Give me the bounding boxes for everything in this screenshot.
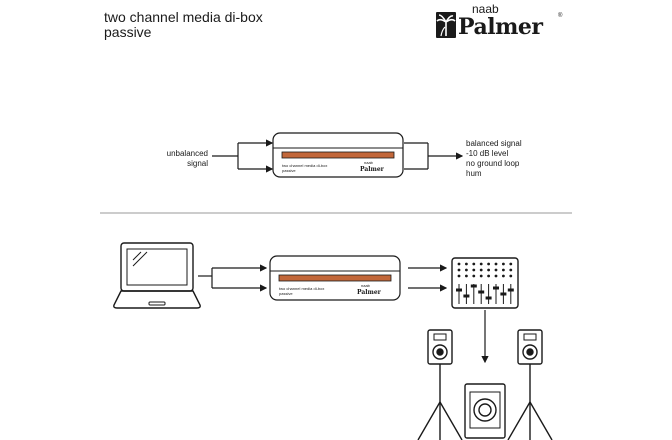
brand-name: Palmer <box>458 14 543 40</box>
input-label: unbalanced signal <box>152 149 208 169</box>
mixer-knob <box>494 262 498 266</box>
mixer-knob <box>487 268 490 272</box>
device-brand-name: Palmer <box>357 289 382 296</box>
mixer-knob <box>502 274 505 278</box>
device-label: passive <box>282 168 296 173</box>
di-box-bottom: two channel media di-box passive naab Pa… <box>269 255 401 301</box>
device-label: two channel media di-box <box>282 163 327 168</box>
brand-registered: ® <box>558 13 563 19</box>
mixer-knob <box>465 274 468 278</box>
mixer-knob <box>509 262 513 266</box>
subwoofer-icon <box>464 383 506 439</box>
mixer-fader-cap <box>456 288 462 292</box>
mixer-knob <box>465 268 468 272</box>
mixer-fader-cap <box>507 288 514 292</box>
top-signal-lines <box>212 139 464 173</box>
bottom-signal-lines <box>198 264 489 364</box>
output-label-line: no ground loop <box>466 159 520 168</box>
mixer-knob <box>479 262 483 266</box>
input-label-line: unbalanced <box>166 149 208 158</box>
mixer-knob <box>465 262 468 266</box>
output-label-line: -10 dB level <box>466 149 509 158</box>
mixer-fader-cap <box>463 294 470 298</box>
mixer-knob <box>502 262 505 266</box>
mixer-fader-cap <box>485 296 492 300</box>
brand-prefix: naab <box>472 2 499 16</box>
mixer-knob <box>509 274 513 278</box>
output-label: balanced signal -10 dB level no ground l… <box>466 139 576 179</box>
device-label: passive <box>279 291 293 296</box>
mixer-knob <box>457 274 461 278</box>
mixer-knob <box>487 274 490 278</box>
device-brand-name: Palmer <box>360 166 385 173</box>
di-box-top: two channel media di-box passive naab Pa… <box>272 132 404 178</box>
mixer-knob <box>479 274 483 278</box>
mixer-knob <box>487 262 490 266</box>
page-subtitle: passive <box>104 24 152 40</box>
output-label-line: balanced signal <box>466 139 522 148</box>
device-brand-prefix: naab <box>361 283 371 288</box>
mixer-icon <box>451 257 519 309</box>
mixer-knob <box>472 268 476 272</box>
mixer-fader-cap <box>470 284 477 288</box>
mixer-knob <box>509 268 513 272</box>
mixer-knob <box>472 262 476 266</box>
mixer-knob <box>494 268 498 272</box>
mixer-knob <box>457 262 461 266</box>
mixer-knob <box>502 268 505 272</box>
mixer-fader-cap <box>478 290 485 294</box>
laptop-icon <box>113 242 201 309</box>
output-label-line: hum <box>466 169 482 178</box>
mixer-knob <box>494 274 498 278</box>
palm-logo-icon <box>436 12 456 38</box>
mixer-knob <box>479 268 483 272</box>
mixer-knob <box>472 274 476 278</box>
page-title: two channel media di-box <box>104 9 263 25</box>
device-label: two channel media di-box <box>279 286 324 291</box>
mixer-knob <box>457 268 461 272</box>
speaker-icon <box>507 329 553 440</box>
input-label-line: signal <box>187 159 208 168</box>
device-brand-prefix: naab <box>364 160 374 165</box>
mixer-fader-cap <box>493 286 499 290</box>
mixer-fader-cap <box>500 292 507 296</box>
speaker-icon <box>417 329 463 440</box>
